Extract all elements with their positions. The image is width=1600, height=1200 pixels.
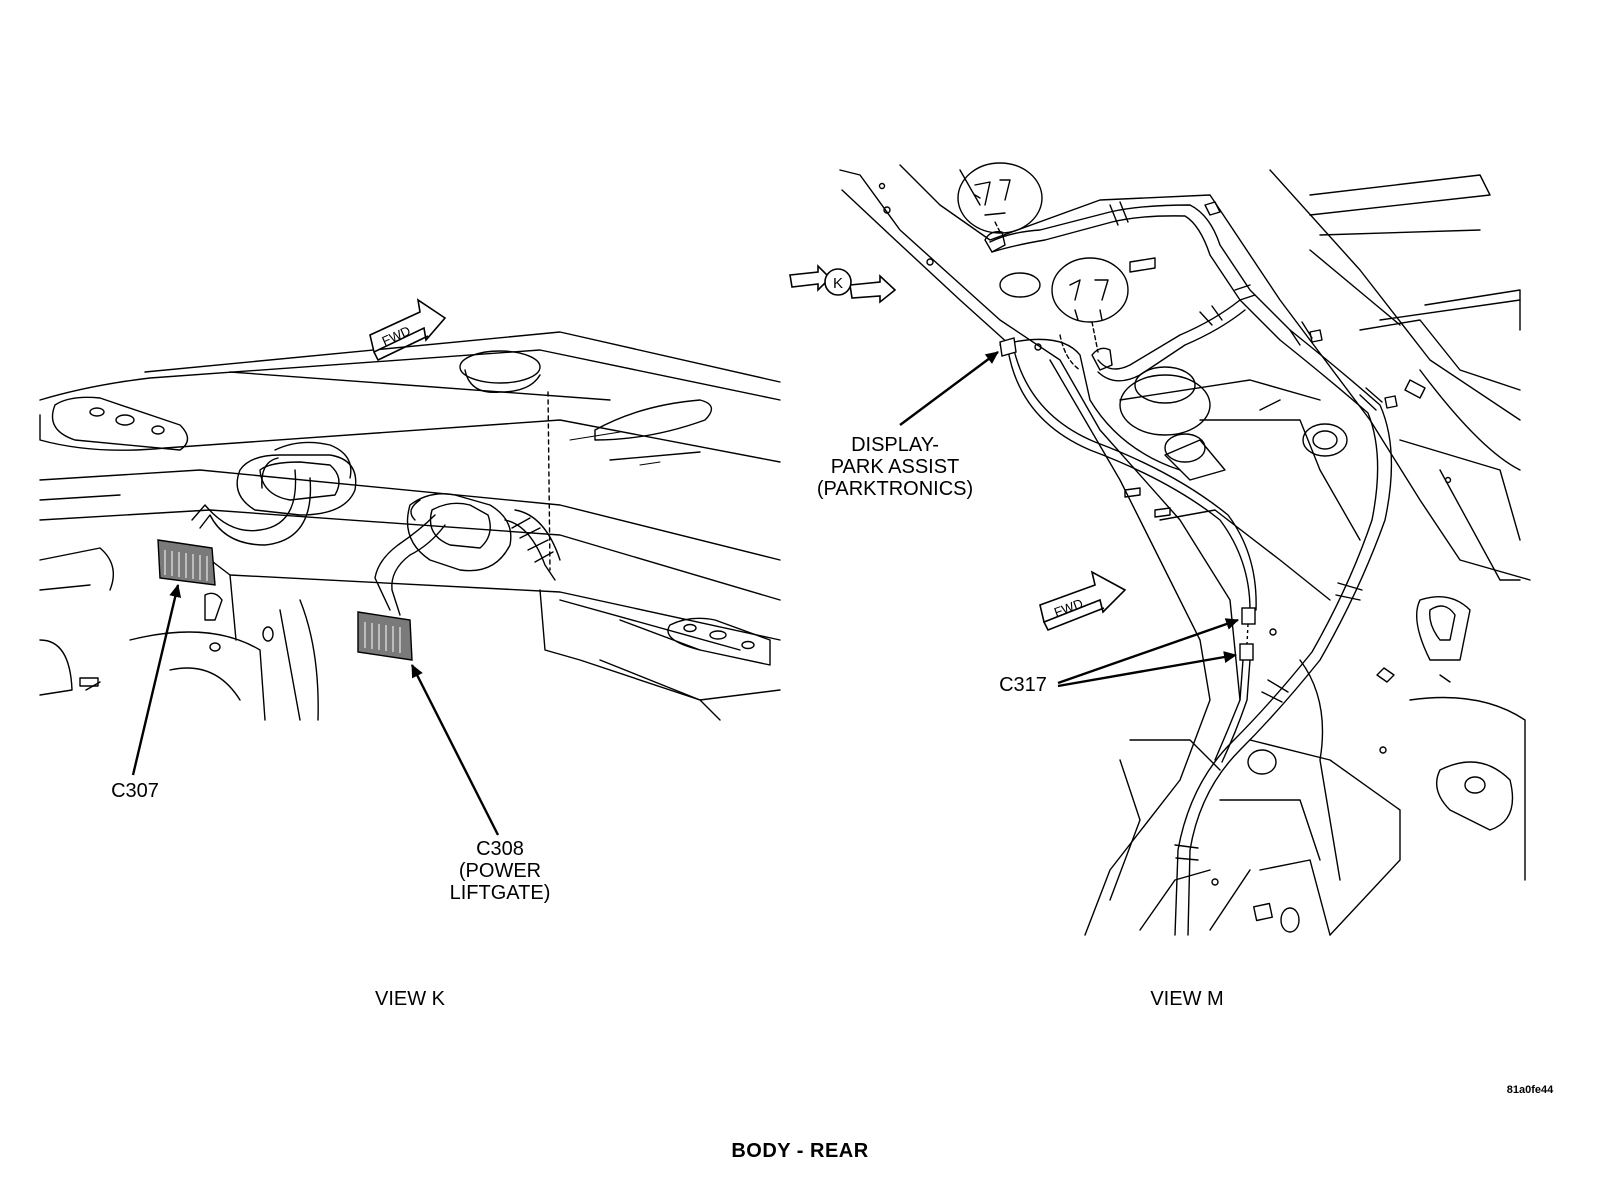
callout-c308-line-2: (POWER (458, 860, 542, 882)
footer-title: BODY - REAR (731, 1140, 869, 1162)
callout-arrow-display (899, 351, 999, 426)
callout-display-line-1: DISPLAY- (851, 434, 939, 456)
callout-c307-label: C307 (111, 780, 159, 802)
callout-c317-label: C317 (999, 674, 1047, 696)
fwd-arrow-view-k: FWD (369, 298, 447, 362)
callout-display-line-2: PARK ASSIST (830, 456, 960, 478)
callout-c308-line-3: LIFTGATE) (449, 882, 551, 904)
fwd-arrow-view-m: FWD (1039, 570, 1127, 632)
callout-arrow-c308 (410, 664, 500, 836)
view-m-caption: VIEW M (1150, 988, 1224, 1010)
view-k-caption: VIEW K (374, 988, 445, 1010)
callout-arrow-c317-upper (1057, 618, 1239, 685)
view-k-marker: K (789, 264, 897, 304)
callout-arrow-c317-lower (1057, 651, 1237, 688)
view-marker-label: K (833, 275, 843, 292)
connector-c308 (357, 611, 413, 661)
callout-c308-line-1: C308 (476, 838, 524, 860)
connector-park-assist-display (999, 337, 1017, 357)
callout-c308-label: C308 (POWER LIFTGATE) (430, 838, 570, 904)
callout-arrow-c307 (131, 584, 182, 776)
callout-display-line-3: (PARKTRONICS) (816, 478, 974, 500)
view-k-illustration (39, 331, 781, 721)
view-m-illustration (839, 162, 1531, 936)
connector-c317 (1239, 607, 1256, 661)
figure-id: 81a0fe44 (1506, 1084, 1554, 1096)
connector-c307 (157, 539, 216, 586)
callout-display-label: DISPLAY- PARK ASSIST (PARKTRONICS) (795, 434, 995, 500)
